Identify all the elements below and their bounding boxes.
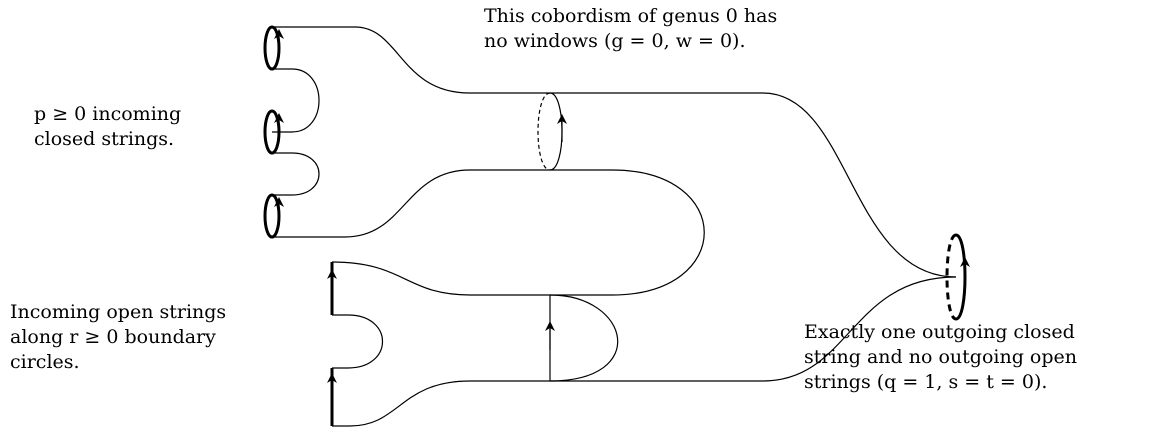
label-open-incoming: Incoming open strings along r ≥ 0 bounda…: [10, 300, 226, 375]
label-genus-windows: This cobordism of genus 0 has no windows…: [484, 4, 777, 54]
label-line: This cobordism of genus 0 has: [484, 5, 778, 27]
surface-top-boundary: [272, 26, 957, 278]
closed-string-in-3: [263, 193, 281, 239]
label-line: strings (q = 1, s = t = 0).: [804, 371, 1048, 393]
label-line: Exactly one outgoing closed: [804, 321, 1075, 343]
label-line: along r ≥ 0 boundary: [10, 326, 216, 348]
label-line: p ≥ 0 incoming: [34, 103, 182, 125]
label-line: closed strings.: [34, 128, 175, 150]
label-closed-incoming: p ≥ 0 incoming closed strings.: [34, 102, 181, 152]
closed-string-in-1: [263, 25, 281, 71]
surface-bump-lower: [272, 152, 320, 196]
label-line: no windows (g = 0, w = 0).: [484, 30, 746, 52]
closed-string-out-back: [945, 233, 957, 321]
window-half-disc-arc: [549, 294, 619, 382]
label-line: string and no outgoing open: [804, 346, 1077, 368]
surface-bottom-boundary: [332, 276, 957, 427]
closed-string-out-front: [955, 233, 967, 321]
label-outgoing: Exactly one outgoing closed string and n…: [804, 320, 1077, 395]
cross-section-back: [537, 92, 551, 171]
label-line: circles.: [10, 351, 80, 373]
label-line: Incoming open strings: [10, 301, 227, 323]
surface-bump-upper: [272, 68, 320, 133]
surface-inner-loop: [272, 169, 705, 296]
surface-open-half-disc: [332, 314, 383, 369]
cross-section-front: [549, 92, 563, 171]
